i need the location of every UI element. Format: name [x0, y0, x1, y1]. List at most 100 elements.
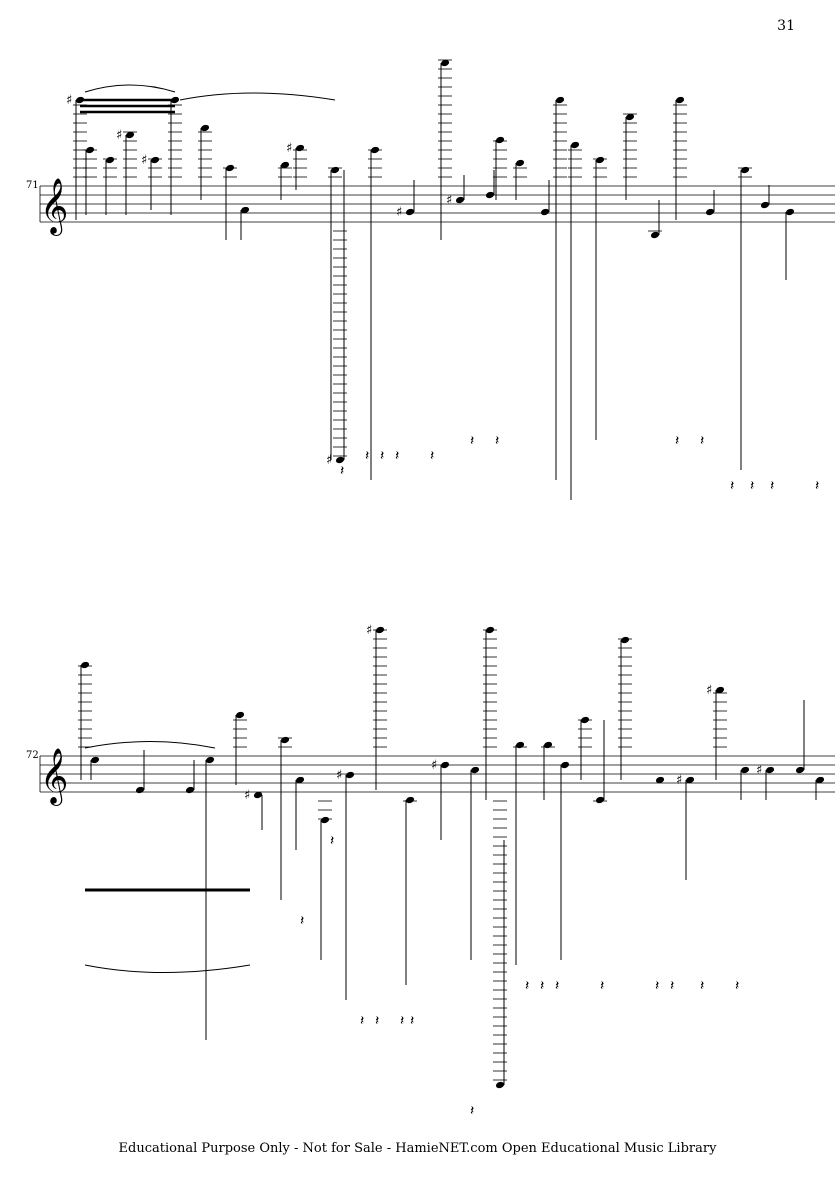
note	[593, 720, 607, 804]
note	[403, 796, 417, 985]
treble-clef-icon: 𝄞	[40, 748, 68, 806]
svg-text:♯: ♯	[326, 453, 332, 468]
note	[223, 164, 237, 240]
rest-icon: 𝄽	[750, 478, 754, 494]
note	[485, 170, 495, 199]
note	[541, 741, 555, 800]
note	[318, 800, 332, 960]
rest-icon: 𝄽	[375, 1013, 379, 1029]
svg-text:♯: ♯	[244, 788, 250, 803]
svg-text:♯: ♯	[706, 683, 712, 698]
note	[593, 156, 607, 440]
note	[578, 716, 592, 780]
note	[168, 96, 182, 215]
note	[553, 96, 567, 480]
note	[785, 208, 795, 280]
measure-number-72: 72	[26, 750, 39, 761]
note: ♯	[396, 180, 415, 220]
note	[738, 166, 752, 470]
note	[295, 776, 305, 850]
note: ♯	[431, 758, 450, 840]
note: ♯	[244, 788, 263, 830]
staff-system-2	[39, 755, 835, 793]
note: ♯	[706, 683, 727, 780]
note	[760, 185, 770, 209]
note: ♯	[286, 141, 307, 190]
rest-icon: 𝄽	[365, 448, 369, 464]
note	[815, 776, 825, 800]
rest-icon: 𝄽	[470, 433, 474, 449]
rest-icon: 𝄽	[735, 978, 739, 994]
svg-text:♯: ♯	[336, 768, 342, 783]
note	[740, 766, 750, 800]
svg-text:♯: ♯	[116, 128, 122, 143]
rest-icon: 𝄽	[300, 913, 304, 929]
rest-icon: 𝄽	[700, 433, 704, 449]
note	[568, 141, 582, 500]
svg-text:♯: ♯	[366, 623, 372, 638]
note	[540, 180, 550, 216]
note: ♯	[446, 175, 465, 208]
rest-icon: 𝄽	[430, 448, 434, 464]
rest-icon: 𝄽	[495, 433, 499, 449]
rest-icon: 𝄽	[655, 978, 659, 994]
rest-icon: 𝄽	[400, 1013, 404, 1029]
note	[513, 159, 527, 200]
note	[513, 741, 527, 965]
note	[655, 776, 665, 784]
svg-text:♯: ♯	[446, 193, 452, 208]
note	[483, 626, 497, 800]
svg-text:♯: ♯	[756, 763, 762, 778]
rest-icon: 𝄽	[340, 463, 344, 479]
note	[103, 156, 117, 215]
note	[470, 766, 480, 960]
note: ♯	[141, 153, 162, 210]
note: ♯	[326, 170, 347, 468]
note	[240, 206, 250, 240]
note	[560, 761, 570, 960]
note	[368, 146, 382, 480]
rest-icon: 𝄽	[555, 978, 559, 994]
rest-icon: 𝄽	[700, 978, 704, 994]
measure-number-71: 71	[26, 180, 39, 191]
rest-icon: 𝄽	[815, 478, 819, 494]
notation-system-1: ♯♯♯♯♯♯♯𝄽𝄽𝄽𝄽𝄽𝄽𝄽𝄽𝄽𝄽𝄽𝄽𝄽	[66, 59, 819, 500]
note	[438, 59, 452, 240]
note	[328, 166, 342, 460]
svg-text:♯: ♯	[676, 773, 682, 788]
note: ♯	[116, 128, 137, 215]
rest-icon: 𝄽	[600, 978, 604, 994]
rest-icon: 𝄽	[730, 478, 734, 494]
note	[205, 756, 215, 1040]
note	[618, 636, 632, 780]
note: ♯	[336, 768, 355, 1000]
rest-icon: 𝄽	[540, 978, 544, 994]
rest-icon: 𝄽	[360, 1013, 364, 1029]
note	[78, 661, 92, 780]
note	[233, 711, 247, 785]
svg-text:♯: ♯	[396, 205, 402, 220]
treble-clef-icon: 𝄞	[40, 178, 68, 236]
note	[705, 190, 715, 216]
svg-text:♯: ♯	[286, 141, 292, 156]
page-number: 31	[777, 18, 795, 34]
note: ♯	[676, 773, 695, 880]
svg-text:♯: ♯	[66, 93, 72, 108]
note	[135, 750, 145, 794]
note: ♯	[756, 763, 775, 800]
note	[83, 146, 97, 215]
note	[198, 124, 212, 200]
note	[795, 700, 805, 774]
rest-icon: 𝄽	[330, 833, 334, 849]
rest-icon: 𝄽	[470, 1103, 474, 1119]
note	[90, 756, 100, 780]
rest-icon: 𝄽	[380, 448, 384, 464]
svg-text:♯: ♯	[431, 758, 437, 773]
note	[623, 113, 637, 200]
rest-icon: 𝄽	[525, 978, 529, 994]
note: ♯	[66, 93, 87, 220]
notation-system-2: ♯♯♯♯♯♯♯𝄽𝄽𝄽𝄽𝄽𝄽𝄽𝄽𝄽𝄽𝄽𝄽𝄽𝄽𝄽	[78, 623, 825, 1119]
note	[185, 760, 195, 794]
footer-text: Educational Purpose Only - Not for Sale …	[118, 1141, 717, 1156]
